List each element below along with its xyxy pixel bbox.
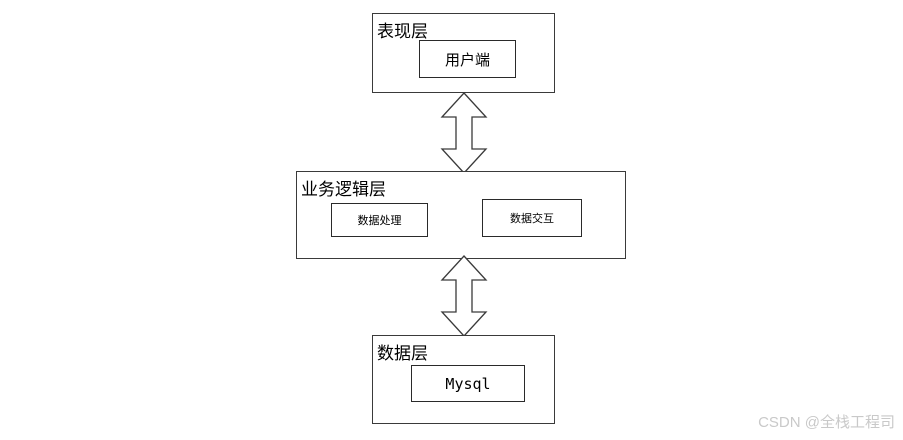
mysql-box: Mysql	[411, 365, 525, 402]
bidirectional-arrow-top	[440, 92, 488, 174]
client-box: 用户端	[419, 40, 516, 78]
bidirectional-arrow-bottom	[440, 255, 488, 337]
business-logic-layer-title: 业务逻辑层	[301, 180, 386, 200]
data-layer-title: 数据层	[377, 344, 428, 364]
presentation-layer: 表现层	[372, 13, 555, 93]
data-processing-box: 数据处理	[331, 203, 428, 237]
csdn-watermark: CSDN @全栈工程司	[758, 414, 895, 431]
presentation-layer-title: 表现层	[377, 22, 428, 42]
data-interaction-box: 数据交互	[482, 199, 582, 237]
